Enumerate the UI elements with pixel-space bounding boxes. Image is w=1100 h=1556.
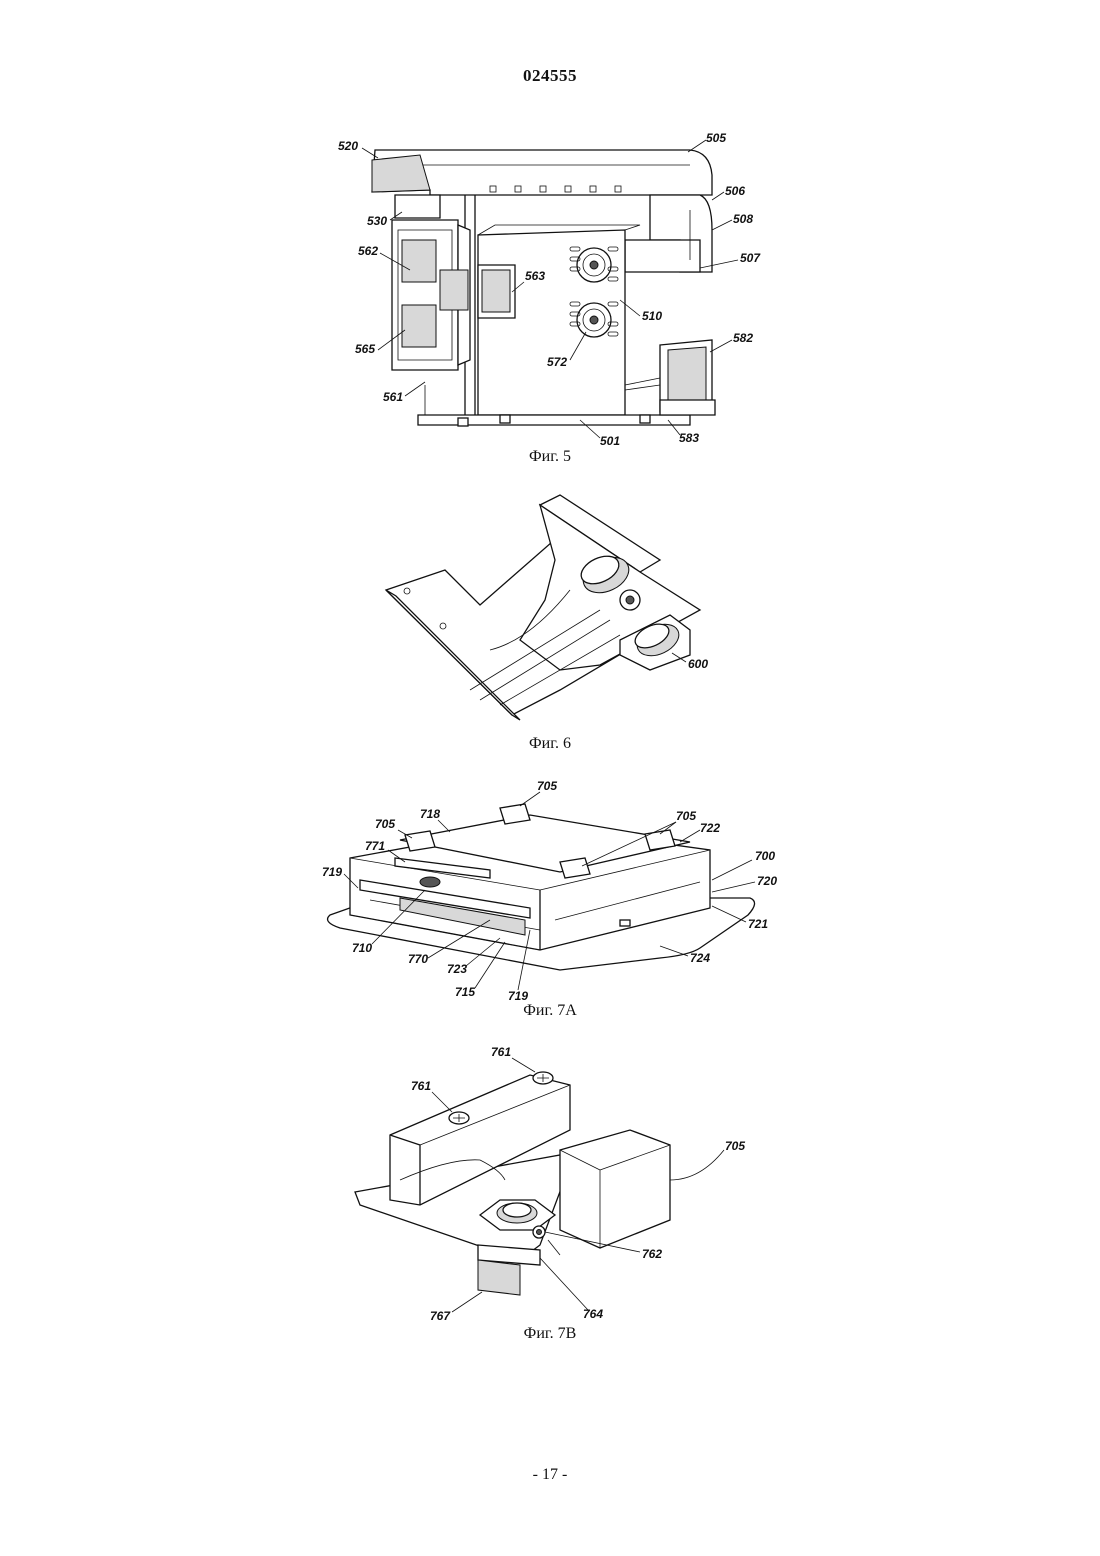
fig5-label-510: 510 — [642, 309, 662, 323]
fig5-label-520: 520 — [338, 139, 358, 153]
fig6-label-600: 600 — [688, 657, 708, 671]
fig7a-label-771: 771 — [365, 839, 385, 853]
fig5-label-563: 563 — [525, 269, 545, 283]
figure-5-drawing: 520 505 506 508 530 507 562 563 510 565 … — [0, 120, 1100, 450]
fig7a-label-719-bottom: 719 — [508, 989, 528, 1000]
fig7b-label-705: 705 — [725, 1139, 745, 1153]
fig5-label-508: 508 — [733, 212, 753, 226]
figure-7b: 761 761 705 762 764 767 — [0, 1040, 1100, 1320]
fig7b-label-761-top: 761 — [491, 1045, 511, 1059]
figure-7b-caption: Фиг. 7B — [0, 1325, 1100, 1343]
fig7a-label-724: 724 — [690, 951, 710, 965]
figure-7a-caption: Фиг. 7А — [0, 1002, 1100, 1020]
fig7a-label-723: 723 — [447, 962, 467, 976]
figure-5-caption: Фиг. 5 — [0, 448, 1100, 466]
fig7b-label-767: 767 — [430, 1309, 451, 1320]
fig7a-label-722: 722 — [700, 821, 720, 835]
figure-7a: 705 718 705 722 705 771 700 719 720 721 … — [0, 770, 1100, 1000]
figure-7b-drawing: 761 761 705 762 764 767 — [0, 1040, 1100, 1320]
fig5-label-505: 505 — [706, 131, 726, 145]
fig5-label-561: 561 — [383, 390, 403, 404]
fig7a-label-721: 721 — [748, 917, 768, 931]
fig5-label-583: 583 — [679, 431, 699, 445]
fig5-label-582: 582 — [733, 331, 753, 345]
fig7a-label-705-top: 705 — [537, 779, 557, 793]
figure-7a-drawing: 705 718 705 722 705 771 700 719 720 721 … — [0, 770, 1100, 1000]
fig5-label-506: 506 — [725, 184, 745, 198]
fig5-label-501: 501 — [600, 434, 620, 448]
fig7a-label-710: 710 — [352, 941, 372, 955]
fig7a-label-719-left: 719 — [322, 865, 342, 879]
fig7a-label-718: 718 — [420, 807, 440, 821]
figure-6-drawing: 600 — [0, 490, 1100, 730]
fig7a-label-705-left: 705 — [375, 817, 395, 831]
fig5-label-530: 530 — [367, 214, 387, 228]
fig7a-label-715: 715 — [455, 985, 475, 999]
fig7a-label-720: 720 — [757, 874, 777, 888]
fig7b-label-762: 762 — [642, 1247, 662, 1261]
fig7a-label-705-right: 705 — [676, 809, 696, 823]
fig7b-label-761-left: 761 — [411, 1079, 431, 1093]
fig5-label-507: 507 — [740, 251, 761, 265]
fig5-label-572: 572 — [547, 355, 567, 369]
figure-6: 600 — [0, 490, 1100, 730]
fig7a-label-700: 700 — [755, 849, 775, 863]
document-number: 024555 — [0, 66, 1100, 86]
figure-5: 520 505 506 508 530 507 562 563 510 565 … — [0, 120, 1100, 450]
fig7b-label-764: 764 — [583, 1307, 603, 1320]
fig7a-label-770: 770 — [408, 952, 428, 966]
fig5-label-565: 565 — [355, 342, 375, 356]
page-number: - 17 - — [0, 1466, 1100, 1484]
figure-6-caption: Фиг. 6 — [0, 735, 1100, 753]
fig5-label-562: 562 — [358, 244, 378, 258]
